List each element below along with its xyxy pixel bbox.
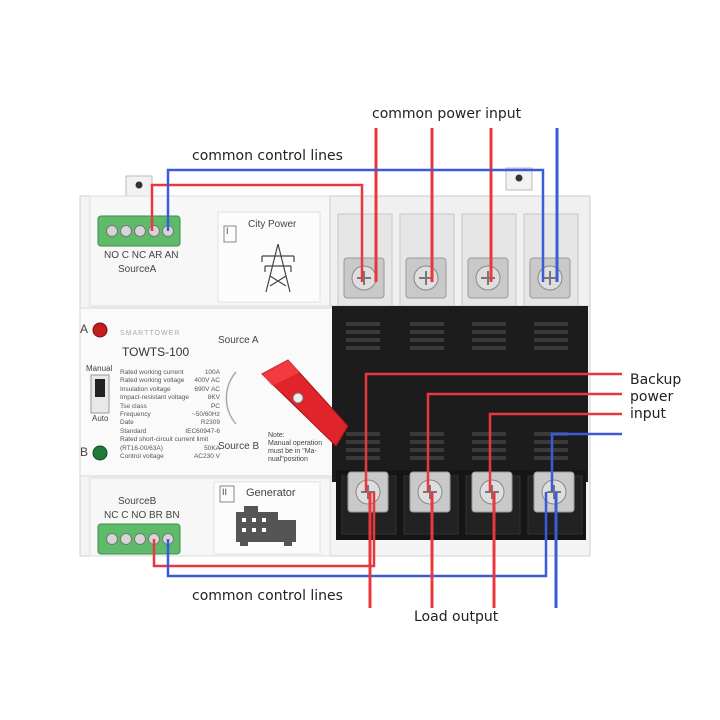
generator-icon <box>236 506 296 546</box>
spec-key: Rated working voltage <box>120 377 185 385</box>
spec-value: 50KA <box>204 444 220 452</box>
spec-row: Tse class PC <box>120 403 220 411</box>
generator-title: Generator <box>246 487 296 499</box>
terminal-b-pins: NC C NO BR BN <box>104 510 180 521</box>
power-tower-icon <box>261 243 295 293</box>
note-line-1: Manual operation <box>268 440 323 447</box>
bottom-control-lines <box>152 492 548 578</box>
spec-key: (RT16-00/63A) <box>120 444 163 452</box>
spec-key: Rated working current <box>120 369 184 376</box>
spec-row: Rated working voltage 400V AC <box>120 377 220 385</box>
source-a-label: Source A <box>218 335 259 346</box>
auto-label: Auto <box>92 414 109 423</box>
indicator-a-lamp <box>92 322 108 338</box>
spec-value: 8KV <box>207 394 220 402</box>
city-power-title: City Power <box>248 219 297 230</box>
spec-value: ~50/60Hz <box>191 411 220 419</box>
city-power-numeral-box <box>223 225 237 243</box>
transfer-handle[interactable] <box>261 359 349 447</box>
spec-value: R2309 <box>200 419 220 427</box>
spec-row: Rated short-circuit current limit <box>120 436 220 444</box>
backup-input-wires <box>364 372 622 492</box>
spec-value: 400V AC <box>194 377 220 385</box>
terminal-block-b <box>97 523 181 555</box>
mounting-tab-left <box>125 175 153 197</box>
backup-label: Backup <box>630 372 682 388</box>
spec-row: Impact-resistant voltage 8KV <box>120 394 220 402</box>
indicator-b-label: B <box>80 445 89 459</box>
indicator-b-lamp <box>92 445 108 461</box>
brand-text: SMARTTOWER <box>120 330 181 337</box>
note-heading: Note: <box>268 432 285 439</box>
spec-key: Tse class <box>120 402 147 410</box>
handle-arc <box>225 371 237 425</box>
terminal-block-a <box>97 215 181 247</box>
spec-value: PC <box>210 402 220 410</box>
manual-label: Manual <box>86 364 113 373</box>
indicator-a-label: A <box>80 322 89 336</box>
bottom-screw-terminals <box>347 471 575 513</box>
spec-value: AC230 V <box>193 453 220 461</box>
terminal-b-name: SourceB <box>118 496 157 507</box>
spec-value: 690V AC <box>194 385 220 393</box>
spec-key: Control voltage <box>120 453 164 461</box>
spec-key: Impact-resistant voltage <box>120 394 190 402</box>
source-b-label: Source B <box>218 441 260 452</box>
top-screw-terminals <box>343 257 571 299</box>
spec-key: Date <box>120 419 134 427</box>
manual-auto-switch[interactable] <box>90 374 110 414</box>
spec-row: Rated working current 100A <box>120 369 220 377</box>
note-line-3: nual"position <box>268 456 308 463</box>
spec-row: (RT16-00/63A) 50KA <box>120 445 220 453</box>
load-output-wires <box>368 492 558 608</box>
spec-value: IEC60947-6 <box>185 427 220 435</box>
city-power-panel <box>217 211 321 303</box>
spec-value: 100A <box>204 369 220 376</box>
city-power-numeral: I <box>226 226 229 236</box>
spec-key: Standard <box>120 427 147 435</box>
terminal-a-pins: NO C NC AR AN <box>104 250 179 261</box>
common-control-lines-bottom-label: common control lines <box>192 588 343 604</box>
mounting-tab-right <box>505 167 533 191</box>
generator-numeral: II <box>222 487 228 497</box>
spec-row: Insulation voltage 690V AC <box>120 386 220 394</box>
common-power-input-label: common power input <box>372 106 522 122</box>
load-output-label: Load output <box>414 609 499 625</box>
spec-row: Standard IEC60947-6 <box>120 428 220 436</box>
manual-note: Note: Manual operation must be in "Ma- n… <box>268 432 322 464</box>
common-control-lines-top-label: common control lines <box>192 148 343 164</box>
power-input-wires <box>374 128 559 282</box>
top-control-lines <box>150 168 545 282</box>
spec-key: Rated short-circuit current limit <box>120 436 209 444</box>
note-line-2: must be in "Ma- <box>268 448 317 455</box>
model-label: TOWTS-100 <box>122 345 190 359</box>
spec-key: Frequency <box>120 411 151 419</box>
input-label: input <box>630 406 667 422</box>
spec-row: Control voltage AC230 V <box>120 453 220 461</box>
spec-row: Date R2309 <box>120 419 220 427</box>
terminal-a-name: SourceA <box>118 264 157 275</box>
power-label: power <box>630 389 674 405</box>
spec-key: Insulation voltage <box>120 385 171 393</box>
generator-numeral-box <box>219 485 235 503</box>
spec-row: Frequency ~50/60Hz <box>120 411 220 419</box>
